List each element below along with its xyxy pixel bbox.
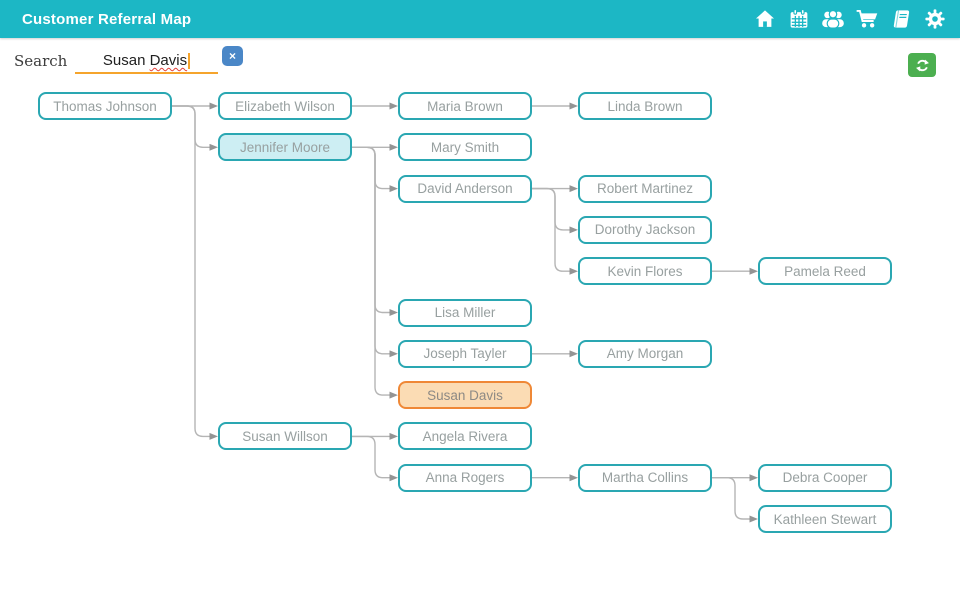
tree-node-lisa-miller[interactable]: Lisa Miller <box>398 299 532 327</box>
home-icon[interactable] <box>748 2 782 36</box>
tree-node-amy-morgan[interactable]: Amy Morgan <box>578 340 712 368</box>
users-icon[interactable] <box>816 2 850 36</box>
tree-node-mary-smith[interactable]: Mary Smith <box>398 133 532 161</box>
tree-node-anna-rogers[interactable]: Anna Rogers <box>398 464 532 492</box>
calendar-icon[interactable] <box>782 2 816 36</box>
book-icon[interactable] <box>884 2 918 36</box>
tree-node-debra-cooper[interactable]: Debra Cooper <box>758 464 892 492</box>
tree-node-dorothy-jackson[interactable]: Dorothy Jackson <box>578 216 712 244</box>
tree-node-david-anderson[interactable]: David Anderson <box>398 175 532 203</box>
tree-node-pamela-reed[interactable]: Pamela Reed <box>758 257 892 285</box>
header-icon-group <box>748 2 952 36</box>
tree-node-robert-martinez[interactable]: Robert Martinez <box>578 175 712 203</box>
tree-node-joseph-tayler[interactable]: Joseph Tayler <box>398 340 532 368</box>
header-bar: Customer Referral Map <box>0 0 960 38</box>
tree-node-maria-brown[interactable]: Maria Brown <box>398 92 532 120</box>
tree-node-kevin-flores[interactable]: Kevin Flores <box>578 257 712 285</box>
tree-node-kathleen-stewart[interactable]: Kathleen Stewart <box>758 505 892 533</box>
tree-node-elizabeth-wilson[interactable]: Elizabeth Wilson <box>218 92 352 120</box>
tree-node-susan-willson[interactable]: Susan Willson <box>218 422 352 450</box>
tree-node-susan-davis[interactable]: Susan Davis <box>398 381 532 409</box>
gear-icon[interactable] <box>918 2 952 36</box>
cart-icon[interactable] <box>850 2 884 36</box>
tree-node-linda-brown[interactable]: Linda Brown <box>578 92 712 120</box>
tree-node-jennifer-moore[interactable]: Jennifer Moore <box>218 133 352 161</box>
tree-node-thomas-johnson[interactable]: Thomas Johnson <box>38 92 172 120</box>
tree-node-martha-collins[interactable]: Martha Collins <box>578 464 712 492</box>
tree-node-angela-rivera[interactable]: Angela Rivera <box>398 422 532 450</box>
page-title: Customer Referral Map <box>22 11 191 28</box>
